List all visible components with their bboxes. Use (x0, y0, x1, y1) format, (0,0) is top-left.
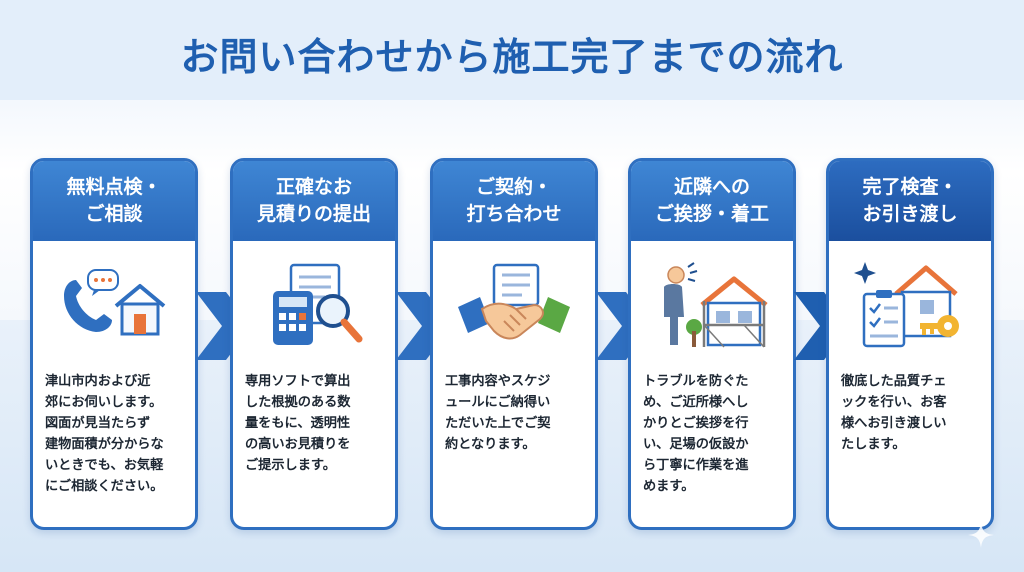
step-5-heading: 完了検査・ お引き渡し (829, 161, 991, 241)
step-4-heading: 近隣への ご挨拶・着工 (631, 161, 793, 241)
step-1-heading-line-2: ご相談 (85, 203, 143, 225)
step-1-heading-line-1: 無料点検・ (66, 176, 162, 198)
step-2-text-line: 量をもに、透明性 (245, 416, 351, 431)
step-1-heading: 無料点検・ ご相談 (33, 161, 195, 241)
step-5-text-line: たします。 (841, 437, 906, 452)
step-4-text-line: ら丁寧に作業を進 (643, 458, 749, 473)
step-4-text-line: トラブルを防ぐた (643, 374, 749, 389)
calculator-document-icon (233, 241, 395, 371)
step-5-heading-line-1: 完了検査・ (862, 176, 958, 198)
step-4-text-line: い、足場の仮設か (643, 437, 749, 452)
step-4-heading-line-2: ご挨拶・着工 (654, 203, 769, 225)
step-2-text-line: の高いお見積りを (245, 437, 351, 452)
step-card-5: 完了検査・ お引き渡し 徹底した品質チェ ックを行い、お客 様へお引き渡しい た… (826, 158, 994, 530)
step-1-text-line: にご相談ください。 (45, 479, 164, 494)
step-card-1: 無料点検・ ご相談 津山市内および近 郊にお伺いします。 図面が見当たらず 建物… (30, 158, 198, 530)
step-5-text-line: 様へお引き渡しい (841, 416, 947, 431)
step-3-heading-line-1: ご契約・ (475, 176, 552, 198)
step-2-description: 専用ソフトで算出 した根拠のある数 量をもに、透明性 の高いお見積りを ご提示し… (233, 371, 395, 476)
step-4-text-line: め、ご近所様へし (643, 395, 749, 410)
step-2-text-line: ご提示します。 (245, 458, 336, 473)
step-card-4: 近隣への ご挨拶・着工 トラブルを防ぐた め、ご近所様へし かりとご挨拶を行 い… (628, 158, 796, 530)
step-2-text-line: 専用ソフトで算出 (245, 374, 351, 389)
step-4-description: トラブルを防ぐた め、ご近所様へし かりとご挨拶を行 い、足場の仮設か ら丁寧に… (631, 371, 793, 497)
step-5-text-line: ックを行い、お客 (841, 395, 947, 410)
step-5-description: 徹底した品質チェ ックを行い、お客 様へお引き渡しい たします。 (829, 371, 991, 455)
step-4-heading-line-1: 近隣への (673, 176, 750, 198)
bowing-scaffold-house-icon (631, 241, 793, 371)
step-3-heading-line-2: 打ち合わせ (466, 203, 562, 225)
step-2-heading-line-2: 見積りの提出 (256, 203, 371, 225)
step-1-text-line: 郊にお伺いします。 (45, 395, 163, 410)
step-5-heading-line-2: お引き渡し (862, 203, 958, 225)
step-3-text-line: 約となります。 (445, 437, 536, 452)
step-2-heading: 正確なお 見積りの提出 (233, 161, 395, 241)
step-1-description: 津山市内および近 郊にお伺いします。 図面が見当たらず 建物面積が分からな いと… (33, 371, 195, 497)
step-1-text-line: 図面が見当たらず (45, 416, 151, 431)
step-3-text-line: ただいた上でご契 (445, 416, 551, 431)
step-3-text-line: 工事内容やスケジ (445, 374, 551, 389)
step-1-text-line: いときでも、お気軽 (45, 458, 164, 473)
step-1-text-line: 建物面積が分からな (45, 437, 164, 452)
step-card-3: ご契約・ 打ち合わせ 工事内容やスケジ ュールにご納得い ただいた上でご契 約と… (430, 158, 598, 530)
step-3-description: 工事内容やスケジ ュールにご納得い ただいた上でご契 約となります。 (433, 371, 595, 455)
handshake-icon (433, 241, 595, 371)
step-4-text-line: かりとご挨拶を行 (643, 416, 749, 431)
step-1-text-line: 津山市内および近 (45, 374, 151, 389)
header-band (0, 0, 1024, 100)
step-2-heading-line-1: 正確なお (275, 176, 352, 198)
step-5-text-line: 徹底した品質チェ (841, 374, 947, 389)
checklist-house-key-icon (829, 241, 991, 371)
phone-house-icon (33, 241, 195, 371)
step-card-2: 正確なお 見積りの提出 専用ソフトで算出 した根拠のある数 量をもに、透明性 の… (230, 158, 398, 530)
step-4-text-line: めます。 (643, 479, 695, 494)
step-2-text-line: した根拠のある数 (245, 395, 351, 410)
sparkle-icon (968, 522, 994, 548)
step-3-text-line: ュールにご納得い (445, 395, 551, 410)
step-3-heading: ご契約・ 打ち合わせ (433, 161, 595, 241)
page-title: お問い合わせから施工完了までの流れ (180, 35, 844, 79)
